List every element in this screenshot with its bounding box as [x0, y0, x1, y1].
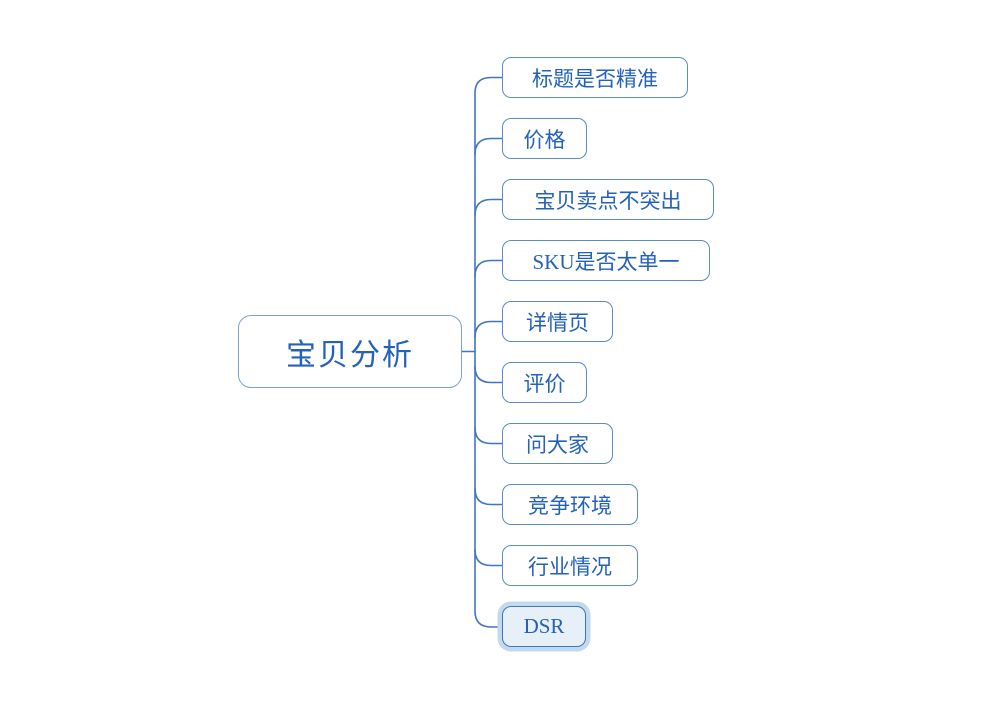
child-node-ask-everyone[interactable]: 问大家: [502, 423, 613, 464]
child-node-sku[interactable]: SKU是否太单一: [502, 240, 710, 281]
branch-line: [474, 426, 503, 445]
child-node-price[interactable]: 价格: [502, 118, 587, 159]
branch-line: [474, 137, 503, 156]
child-node-selling-points[interactable]: 宝贝卖点不突出: [502, 179, 714, 220]
trunk-line: [474, 76, 503, 628]
root-node[interactable]: 宝贝分析: [238, 315, 462, 388]
child-node-competition[interactable]: 竞争环境: [502, 484, 638, 525]
child-node-title-accuracy[interactable]: 标题是否精准: [502, 57, 688, 98]
child-node-reviews[interactable]: 评价: [502, 362, 587, 403]
branch-line: [474, 365, 503, 384]
branch-line: [474, 320, 503, 339]
child-node-dsr[interactable]: DSR: [502, 606, 586, 647]
branch-line: [474, 259, 503, 278]
branch-line: [474, 198, 503, 217]
child-node-detail-page[interactable]: 详情页: [502, 301, 613, 342]
child-node-industry[interactable]: 行业情况: [502, 545, 638, 586]
branch-line: [474, 487, 503, 506]
branch-line: [474, 548, 503, 567]
